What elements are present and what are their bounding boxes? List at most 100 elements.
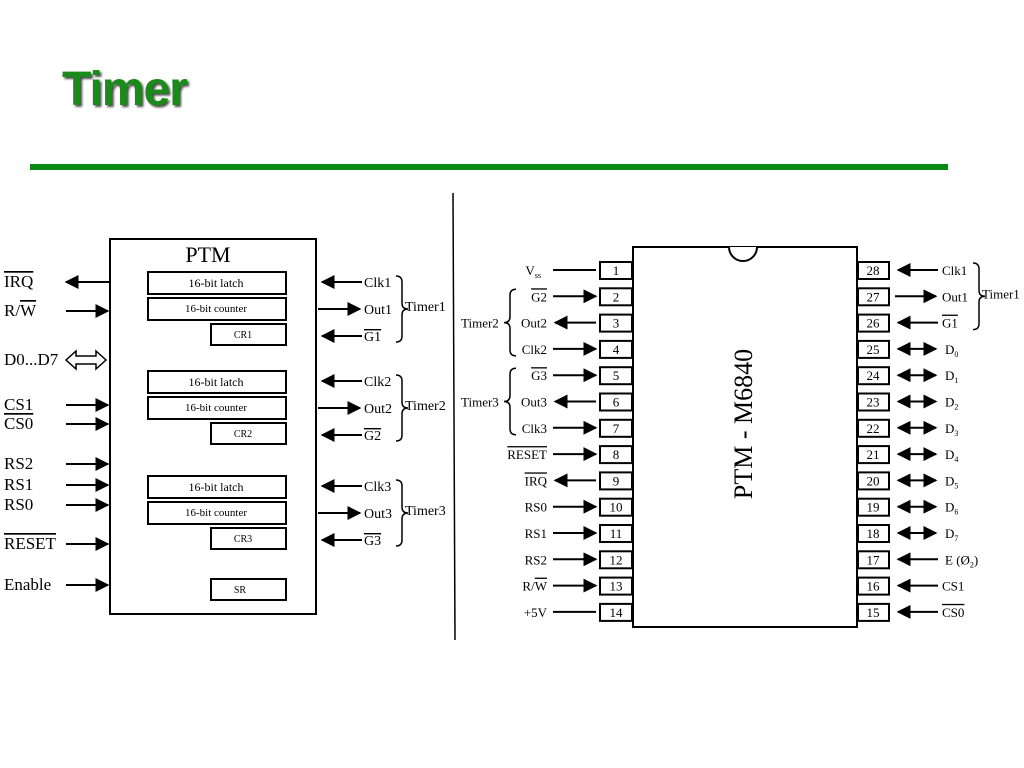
pin-13-label: R/W	[522, 579, 547, 594]
pin-22-box	[857, 418, 890, 438]
pin-21-box	[857, 445, 890, 465]
timer-3-brace	[395, 479, 409, 547]
signal-3-label: CS1	[4, 395, 33, 414]
pin-6-box	[599, 392, 633, 412]
counter-3-label: 16-bit counter	[185, 507, 247, 519]
pin-11-label: RS1	[525, 526, 547, 541]
ptm-block-title: PTM	[185, 242, 230, 267]
cr-3-label: CR3	[234, 534, 252, 545]
signal-7-label: RS0	[4, 495, 33, 514]
pin-13-number: 13	[610, 579, 623, 594]
pin-19-label: D6	[945, 500, 958, 517]
pin-25-box	[857, 339, 890, 359]
pin-18-box	[857, 524, 890, 543]
pin-10-label: RS0	[525, 500, 547, 515]
pin-2-box	[599, 287, 633, 307]
pin-1-box	[599, 261, 633, 280]
timer-3-label: Timer3	[405, 504, 446, 519]
pin-4-label: Clk2	[522, 342, 547, 357]
latch-2-label: 16-bit latch	[189, 375, 244, 389]
pin-2-label: G2	[531, 289, 547, 304]
pin-5-box	[599, 366, 633, 386]
chip-notch	[728, 246, 758, 262]
pin-19-number: 19	[867, 500, 880, 515]
latch-1	[147, 271, 287, 295]
pin-22-number: 22	[867, 421, 880, 436]
counter-1-label: 16-bit counter	[185, 303, 247, 315]
pin-17-label: E (Ø2)	[945, 552, 978, 569]
pin-17-number: 17	[867, 552, 881, 567]
clk-1-label: Clk1	[364, 276, 391, 291]
pin-15-number: 15	[867, 605, 880, 620]
pin-4-number: 4	[613, 342, 620, 357]
cr-2-label: CR2	[234, 429, 252, 440]
pin-12-number: 12	[610, 552, 623, 567]
pin-12-box	[599, 550, 633, 570]
pin-26-box	[857, 313, 890, 333]
cr-1	[210, 323, 287, 346]
chip-timer1-brace	[972, 262, 986, 331]
pin-16-label: CS1	[942, 579, 964, 594]
pin-2-number: 2	[613, 289, 620, 304]
pin-21-label: D4	[945, 447, 958, 464]
pin-18-number: 18	[867, 526, 880, 541]
pin-7-box	[599, 418, 633, 438]
signal-9-label: Enable	[4, 575, 51, 594]
pin-8-number: 8	[613, 447, 620, 462]
timer-2-brace	[395, 374, 409, 442]
pin-6-number: 6	[613, 395, 620, 410]
pin-25-label: D0	[945, 342, 958, 359]
timer-1-label: Timer1	[405, 300, 446, 315]
pin-5-number: 5	[613, 368, 620, 383]
pin-19-box	[857, 497, 890, 517]
pin-20-label: D5	[945, 473, 958, 490]
pin-20-number: 20	[867, 473, 880, 488]
gate-2-label: G2	[364, 429, 381, 444]
pin-15-box	[857, 602, 890, 622]
pin-7-label: Clk3	[522, 421, 547, 436]
pin-14-number: 14	[610, 605, 624, 620]
pin-23-number: 23	[867, 395, 880, 410]
pin-6-label: Out3	[521, 395, 547, 410]
pin-10-box	[599, 497, 633, 517]
pin-27-label: Out1	[942, 289, 968, 304]
latch-3	[147, 475, 287, 499]
counter-1	[147, 297, 287, 321]
pin-27-number: 27	[867, 289, 881, 304]
latch-2	[147, 370, 287, 394]
signal-5-label: RS2	[4, 454, 33, 473]
ptm-block	[109, 238, 317, 615]
pin-3-number: 3	[613, 316, 620, 331]
signal-2-bus-arrow	[64, 349, 108, 371]
counter-2	[147, 396, 287, 420]
pin-14-label: +5V	[524, 605, 548, 620]
pin-11-number: 11	[610, 526, 623, 541]
pin-16-box	[857, 576, 890, 596]
pin-3-box	[599, 313, 633, 333]
cr-1-label: CR1	[234, 330, 252, 341]
chip-timer2-label: Timer2	[461, 316, 499, 331]
pin-1-number: 1	[613, 263, 620, 278]
pin-10-number: 10	[610, 500, 623, 515]
pin-18-label: D7	[945, 526, 958, 543]
counter-2-label: 16-bit counter	[185, 402, 247, 414]
pin-16-number: 16	[867, 579, 881, 594]
pin-24-box	[857, 366, 890, 386]
chip-timer1-label: Timer1	[982, 286, 1020, 301]
pin-9-number: 9	[613, 473, 620, 488]
title-divider	[30, 164, 948, 170]
pin-11-box	[599, 524, 633, 543]
pin-4-box	[599, 339, 633, 359]
chip-timer3-label: Timer3	[461, 395, 499, 410]
latch-1-label: 16-bit latch	[189, 276, 244, 290]
sr-label: SR	[234, 585, 247, 596]
pin-9-label: IRQ	[525, 473, 548, 488]
pin-9-box	[599, 471, 633, 491]
out-1-label: Out1	[364, 303, 392, 318]
pin-21-number: 21	[867, 447, 880, 462]
pin-8-box	[599, 445, 633, 465]
pin-24-number: 24	[867, 368, 881, 383]
pin-20-box	[857, 471, 890, 491]
pin-13-box	[599, 576, 633, 596]
